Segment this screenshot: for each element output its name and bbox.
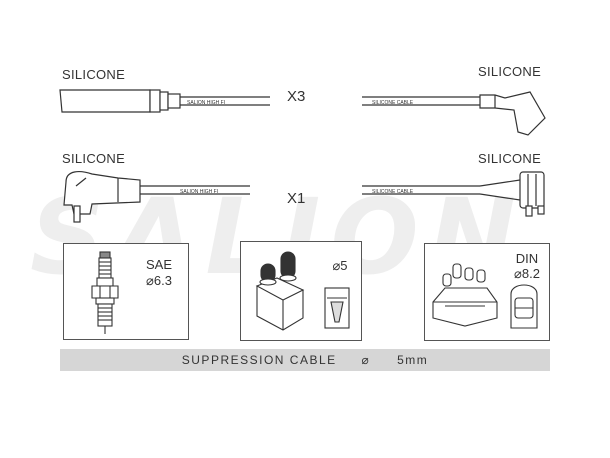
row1-cable: [180, 96, 480, 106]
row2-cable: [140, 179, 521, 201]
terminal-box-5: ⌀5: [240, 241, 362, 341]
row2-right-boot: [519, 171, 545, 217]
diameter-symbol: ⌀: [361, 353, 371, 367]
row1-left-boot: [59, 89, 181, 113]
spark-plug-icon: [91, 251, 119, 334]
terminal-sae-standard: SAE: [145, 257, 172, 272]
diameter-value: 5mm: [397, 353, 429, 367]
terminal-din-size: ⌀8.2: [514, 266, 540, 281]
terminal-sae-size: ⌀6.3: [146, 273, 172, 288]
terminal-5-size: ⌀5: [332, 258, 348, 273]
row2-right-cable-print: SILICONE CABLE: [372, 189, 414, 195]
suppression-cable-label: SUPPRESSION CABLE: [181, 353, 337, 367]
terminal-box-din: DIN ⌀8.2: [424, 243, 550, 341]
row2-left-cable-print: SALION HIGH FI: [180, 189, 218, 195]
terminal-box-sae: SAE ⌀6.3: [63, 243, 189, 340]
din-terminal-icon: [432, 263, 538, 329]
suppression-cable-band: SUPPRESSION CABLE ⌀ 5mm: [60, 349, 550, 371]
row1-left-label: SILICONE: [62, 67, 126, 82]
row1-right-boot: [479, 91, 546, 136]
row2-left-boot: [63, 171, 141, 223]
row1-right-cable-print: SILICONE CABLE: [372, 100, 414, 106]
terminal-din-standard: DIN: [515, 251, 539, 266]
row1-right-label: SILICONE: [478, 64, 542, 79]
row2-quantity: X1: [287, 190, 306, 207]
row1-left-cable-print: SALION HIGH FI: [187, 100, 225, 106]
row2-left-label: SILICONE: [62, 151, 126, 166]
row2-right-label: SILICONE: [478, 151, 542, 166]
row1-quantity: X3: [287, 88, 306, 105]
distributor-cap-icon: [255, 251, 350, 331]
